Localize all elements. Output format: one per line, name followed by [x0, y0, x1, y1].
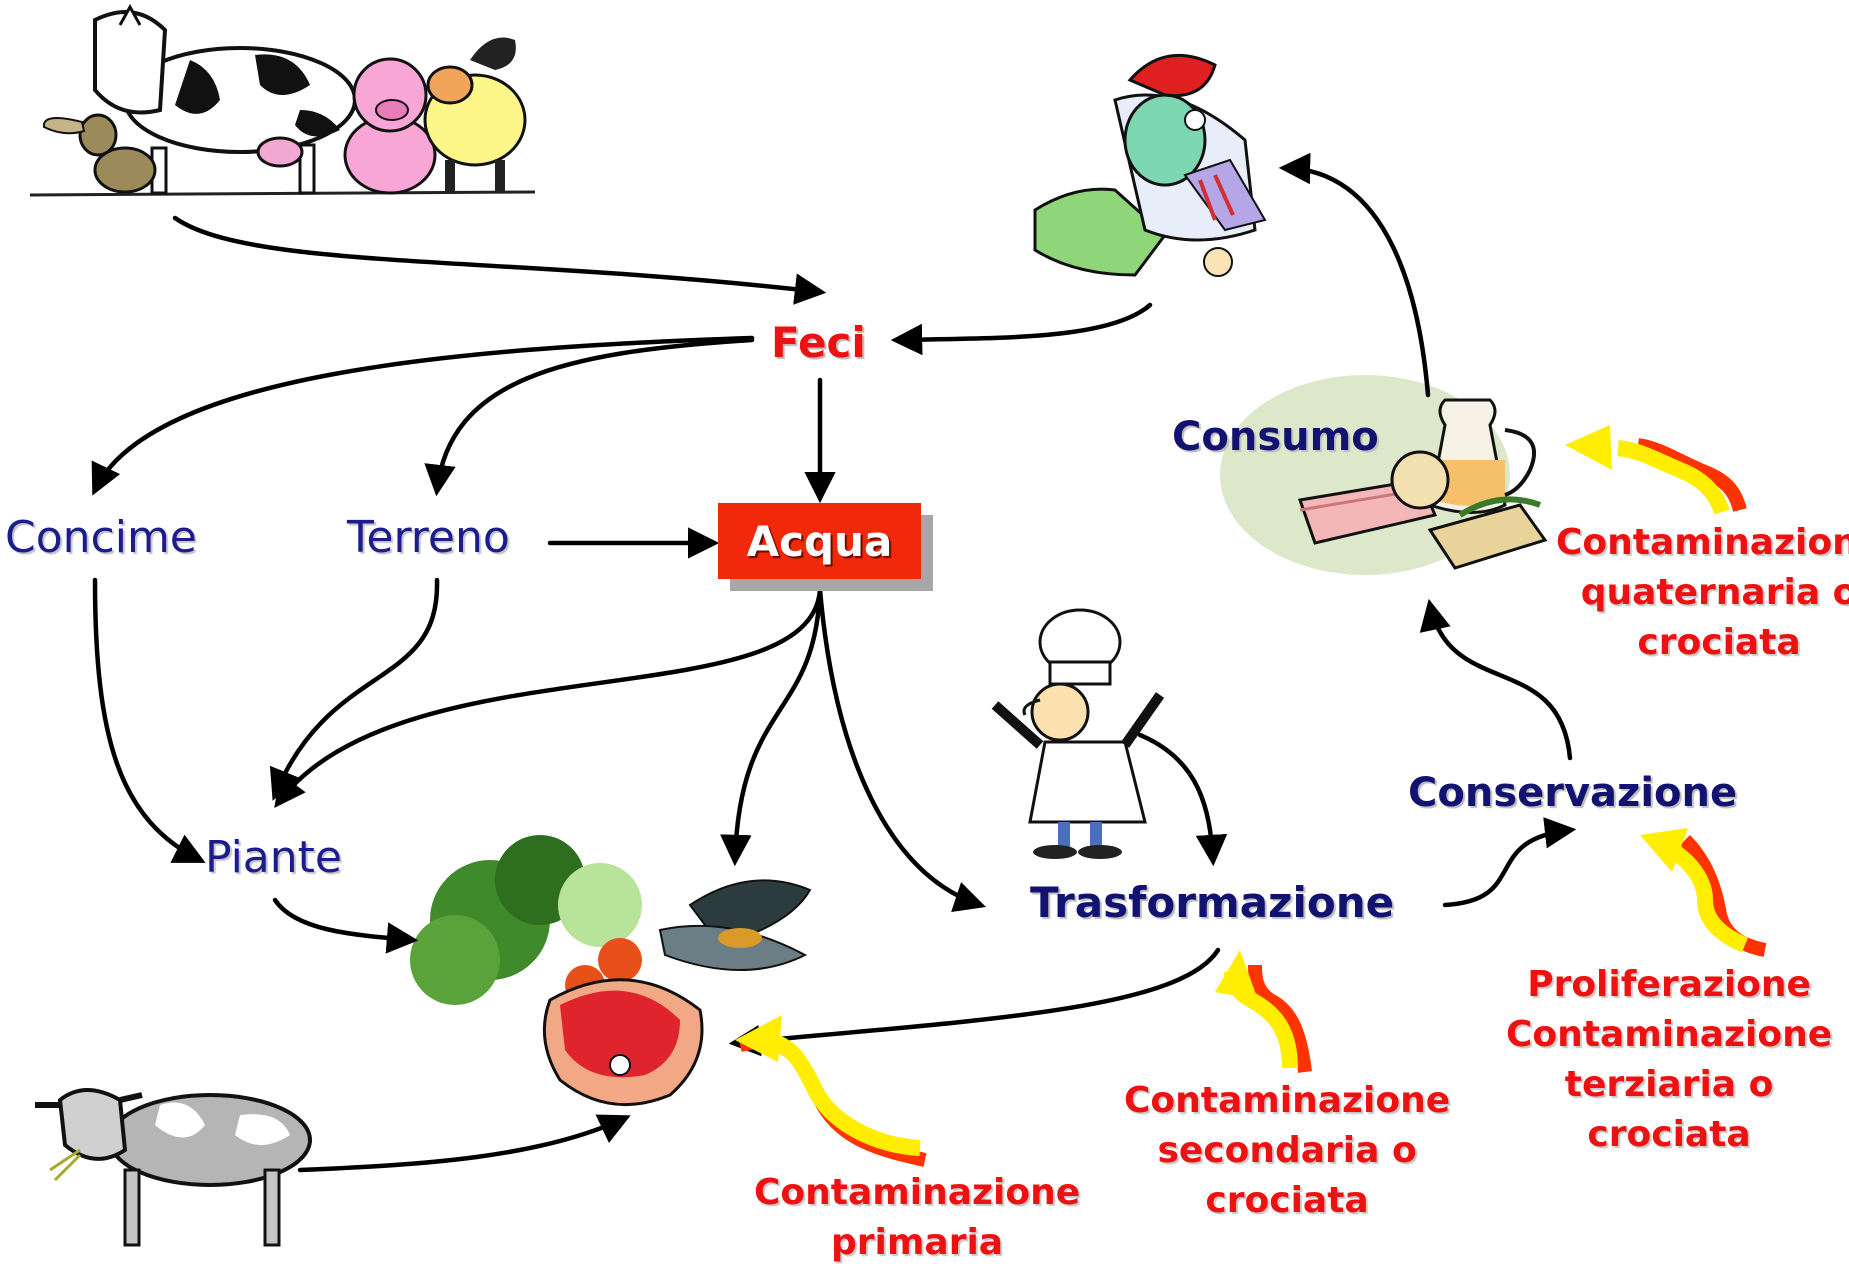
sick-person-icon — [1033, 53, 1267, 277]
note-quaternaria-line-3: crociata — [1637, 622, 1801, 663]
arrow-feci-to-terreno — [424, 337, 755, 497]
note-quaternaria-line-2: quaternaria o — [1580, 572, 1849, 613]
arrow-trasformazione-to-conservazione — [1442, 817, 1577, 908]
node-concime: Concime — [5, 512, 197, 563]
contamination-arrow-quaternaria — [1565, 425, 1747, 515]
provisions-icon — [1220, 375, 1548, 575]
note-terziaria-line-2: Contaminazione — [1506, 1014, 1833, 1055]
arrow-cow-to-food — [297, 1114, 631, 1173]
node-acqua-box: Acqua — [718, 503, 921, 579]
chef-icon — [991, 608, 1165, 859]
note-secondaria-line-1: Contaminazione — [1124, 1080, 1451, 1121]
note-quaternaria-line-1: Contaminazione — [1556, 522, 1849, 563]
arrow-feci-to-concime — [91, 335, 755, 496]
note-contaminazione-secondaria: Contaminazione secondaria o crociata — [1124, 1076, 1450, 1226]
note-contaminazione-primaria: Contaminazione primaria — [754, 1168, 1080, 1268]
contamination-arrow-primaria — [735, 1015, 927, 1167]
note-contaminazione-terziaria: Proliferazione Contaminazione terziaria … — [1506, 960, 1832, 1160]
arrow-concime-to-piante — [92, 577, 206, 863]
arrow-acqua-to-trasformazione — [817, 587, 986, 912]
arrow-acqua-to-piante — [274, 587, 823, 809]
note-secondaria-line-2: secondaria o — [1157, 1130, 1417, 1171]
node-consumo: Consumo — [1172, 414, 1379, 460]
note-terziaria-line-3: terziaria o — [1564, 1064, 1774, 1105]
arrow-trasformazione-to-food — [728, 947, 1221, 1057]
node-terreno: Terreno — [347, 512, 510, 563]
arrow-acqua-to-food — [720, 587, 823, 867]
note-secondaria-line-3: crociata — [1205, 1180, 1369, 1221]
node-feci: Feci — [771, 318, 866, 367]
note-contaminazione-quaternaria: Contaminazione quaternaria o crociata — [1556, 518, 1849, 668]
node-piante: Piante — [205, 832, 342, 883]
note-primaria-line-2: primaria — [831, 1222, 1004, 1263]
note-terziaria-line-1: Proliferazione — [1527, 964, 1811, 1005]
contamination-arrow-secondaria — [1215, 950, 1312, 1073]
arrow-consumo-to-sick — [1278, 152, 1431, 398]
cow-icon — [35, 1088, 312, 1247]
farm-animals-icon — [29, 3, 536, 197]
arrow-piante-to-food — [272, 897, 419, 954]
arrow-chef-to-trasformazione — [1137, 732, 1228, 867]
note-terziaria-line-4: crociata — [1587, 1114, 1751, 1155]
note-primaria-line-1: Contaminazione — [754, 1172, 1081, 1213]
arrow-animals-to-feci — [172, 215, 827, 305]
arrow-sick-to-feci — [890, 302, 1153, 356]
arrow-terreno-to-piante — [269, 577, 440, 801]
food-items-icon — [410, 835, 812, 1107]
node-acqua-label: Acqua — [746, 516, 893, 566]
node-trasformazione: Trasformazione — [1030, 878, 1395, 927]
contamination-arrow-terziaria — [1640, 828, 1767, 957]
node-conservazione: Conservazione — [1408, 770, 1738, 816]
arrow-conservazione-to-provisions — [1419, 598, 1573, 761]
